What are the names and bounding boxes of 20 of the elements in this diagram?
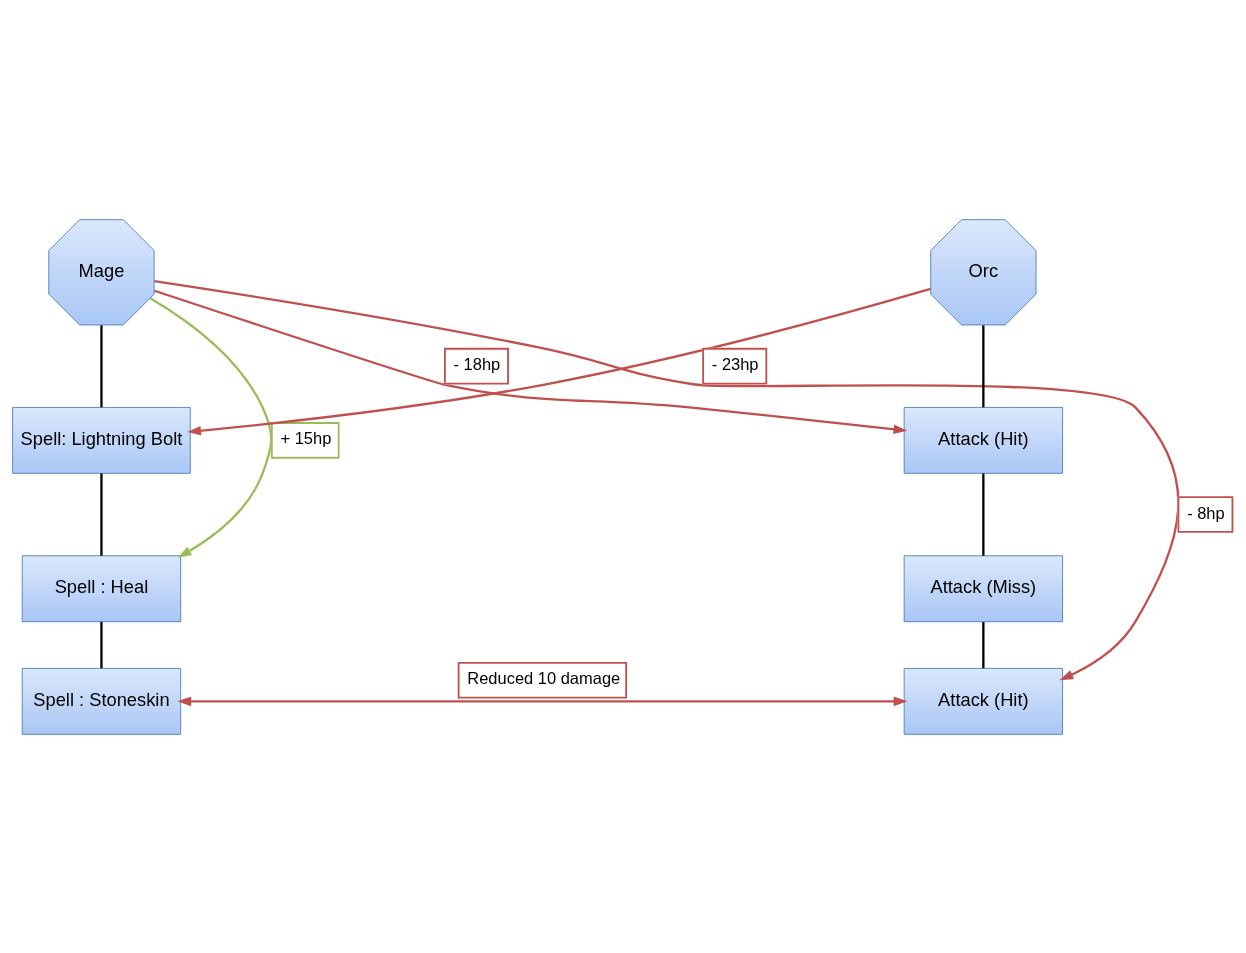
edge-label: - 18hp — [453, 354, 501, 373]
connector — [982, 324, 985, 407]
arrow — [154, 279, 1180, 680]
edge-label: + 15hp — [280, 428, 332, 447]
node-box: Attack (Hit) — [903, 667, 1064, 735]
connector — [982, 621, 985, 668]
node-box: Spell : Stoneskin — [21, 667, 182, 735]
edge-label: - 8hp — [1187, 503, 1225, 522]
arrow — [177, 696, 908, 706]
node-box: Spell : Heal — [21, 554, 182, 622]
edge-label: - 23hp — [711, 354, 759, 373]
connector — [100, 621, 103, 668]
connector — [100, 472, 103, 556]
node-box: Attack (Miss) — [903, 554, 1064, 622]
connector — [100, 324, 103, 407]
edge-label: Reduced 10 damage — [467, 668, 621, 687]
connector — [982, 472, 985, 556]
node-box: Attack (Hit) — [903, 406, 1064, 474]
node-box: Spell: Lightning Bolt — [12, 406, 191, 474]
arrow — [149, 296, 273, 558]
